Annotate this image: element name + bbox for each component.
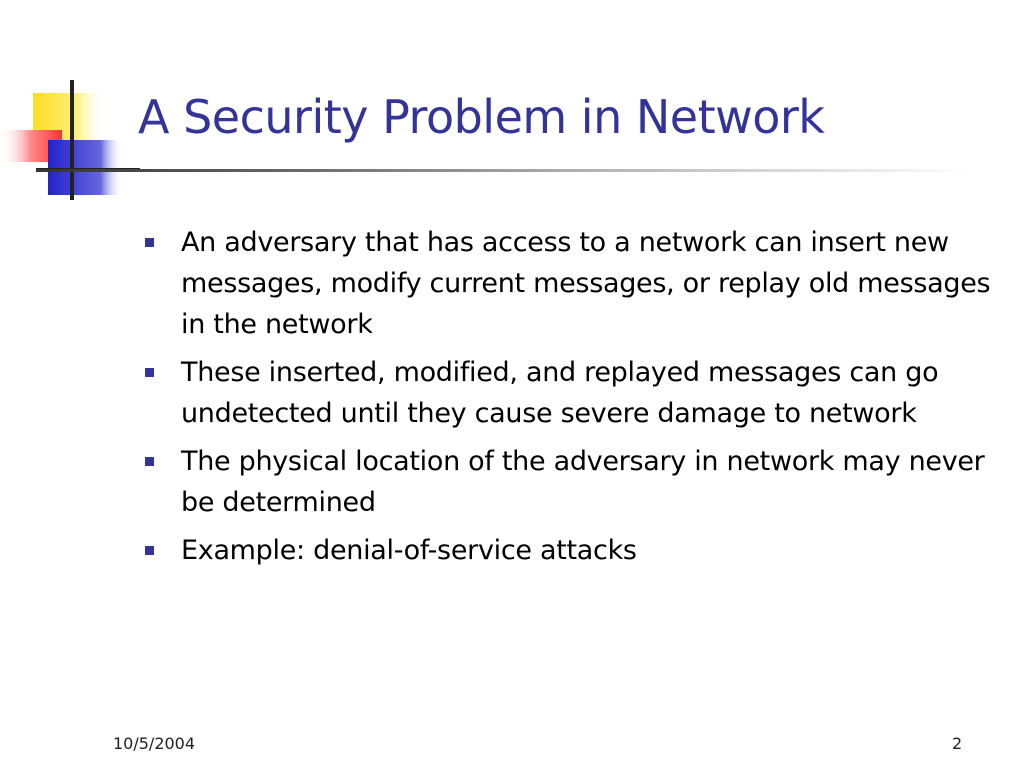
- bullet-text: The physical location of the adversary i…: [181, 446, 985, 518]
- bullet-text: An adversary that has access to a networ…: [181, 227, 991, 340]
- square-bullet-icon: [145, 368, 154, 377]
- page-number: 2: [952, 734, 963, 753]
- list-item: Example: denial-of-service attacks: [145, 530, 1005, 571]
- list-item: The physical location of the adversary i…: [145, 441, 1005, 523]
- title-divider: [36, 169, 1024, 172]
- square-bullet-icon: [145, 238, 154, 247]
- list-item: An adversary that has access to a networ…: [145, 222, 1005, 345]
- bullet-text: These inserted, modified, and replayed m…: [181, 357, 939, 429]
- bullet-text: Example: denial-of-service attacks: [181, 535, 637, 566]
- bullet-list: An adversary that has access to a networ…: [145, 222, 1005, 578]
- square-bullet-icon: [145, 546, 154, 555]
- decorative-logo-icon: [0, 80, 140, 200]
- page-title: A Security Problem in Network: [138, 90, 825, 144]
- footer-date: 10/5/2004: [113, 734, 196, 753]
- list-item: These inserted, modified, and replayed m…: [145, 352, 1005, 434]
- square-bullet-icon: [145, 457, 154, 466]
